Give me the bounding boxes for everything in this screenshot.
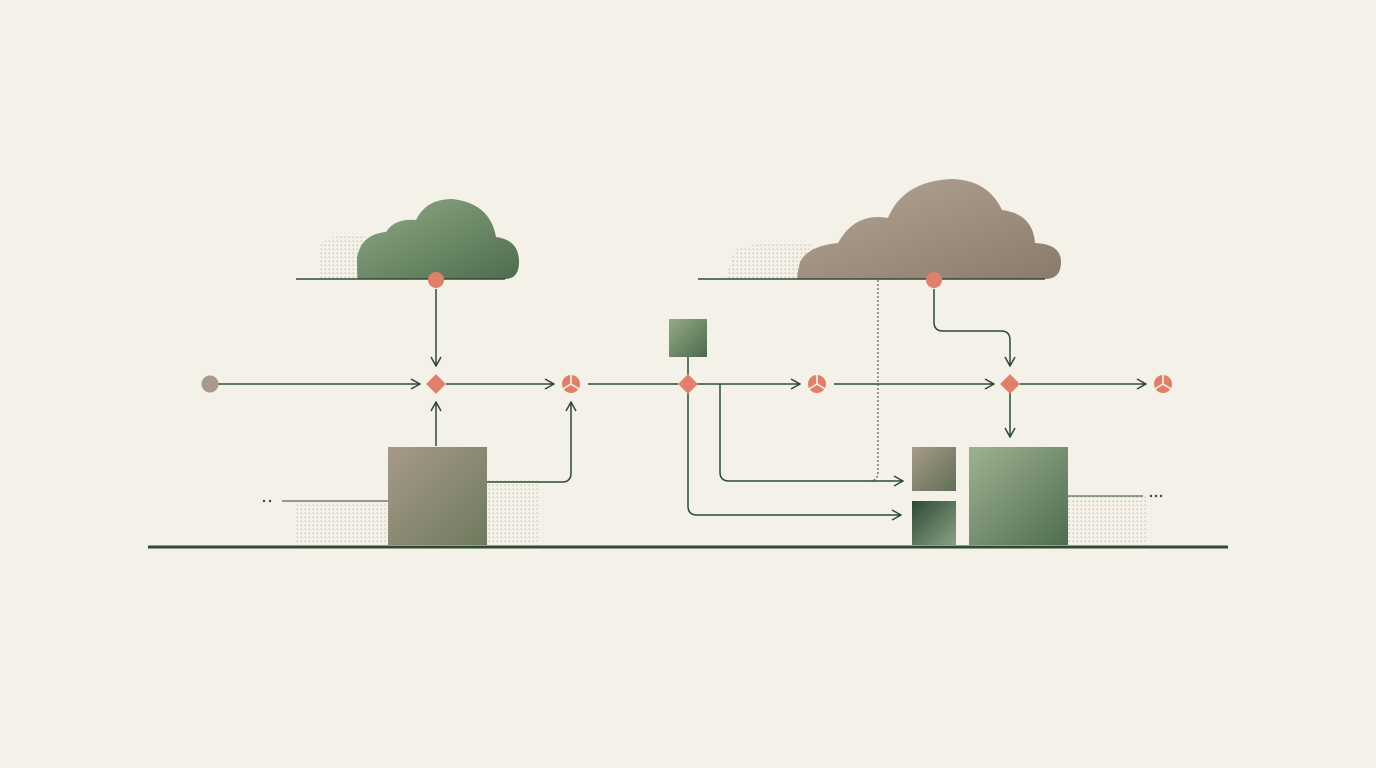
arrow-junction-2-to-box-stack-top: [719, 384, 903, 481]
arrow-cloud-right-to-junction-3: [933, 289, 1010, 366]
box-left: [388, 447, 487, 545]
connector-lines: [218, 278, 1146, 515]
junction-2-diamond-icon: [678, 374, 698, 394]
arrow-junction-2-to-box-stack-bottom: [687, 393, 901, 515]
cloud-left-attach-icon: [428, 272, 444, 288]
box-right-shadow: [1068, 496, 1148, 545]
terminal-3-split-circle-icon: [1154, 375, 1172, 393]
dotted-cloud-right-to-box-stack: [868, 280, 879, 482]
box-stack-top: [912, 447, 956, 491]
ellipsis-left: [262, 499, 272, 503]
box-small-top: [669, 319, 707, 357]
ellipsis-right: [1149, 494, 1163, 498]
box-left-shadow-left: [296, 500, 388, 545]
box-left-shadow-right: [487, 480, 539, 545]
cloud-right: [797, 179, 1061, 279]
box-stack-bottom: [912, 501, 956, 545]
junction-3-diamond-icon: [1000, 374, 1020, 394]
source-dot-icon: [201, 375, 219, 393]
arrow-box-left-to-terminal-1: [487, 402, 571, 483]
terminal-1-split-circle-icon: [562, 375, 580, 393]
cloud-left: [357, 199, 519, 279]
junction-1-diamond-icon: [426, 374, 446, 394]
terminal-2-split-circle-icon: [808, 375, 826, 393]
cloud-right-attach-icon: [926, 272, 942, 288]
box-right-large: [969, 447, 1068, 545]
